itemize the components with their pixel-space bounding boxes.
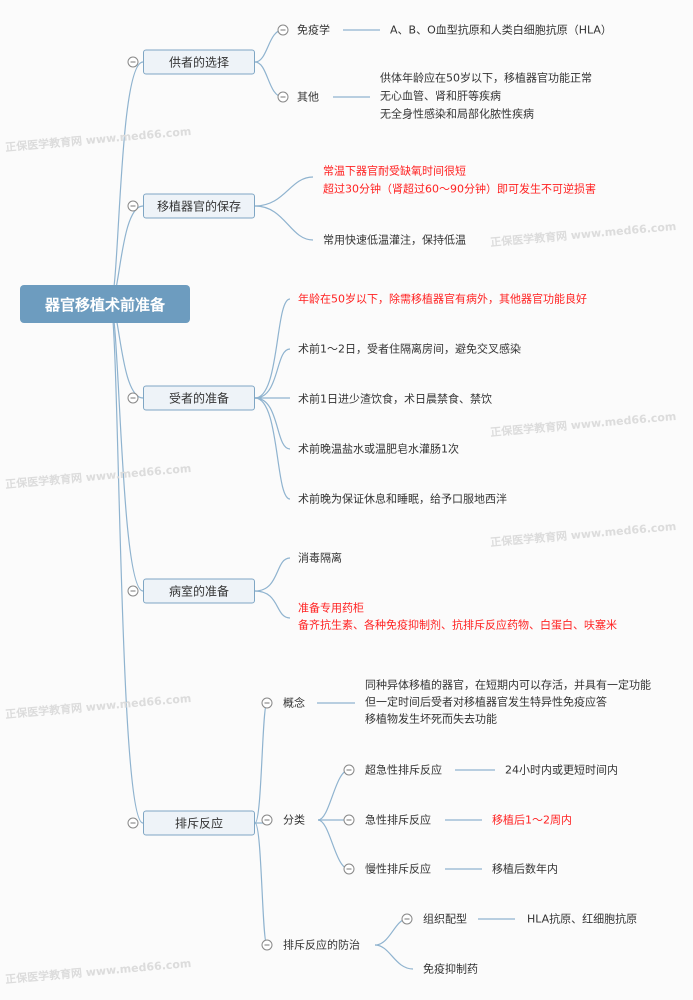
collapse-icon[interactable] xyxy=(261,939,273,951)
node-text: 准备专用药柜 xyxy=(298,601,364,615)
node-text: 移植物发生坏死而失去功能 xyxy=(365,712,497,726)
collapse-icon[interactable] xyxy=(127,585,139,597)
node-tissue-match[interactable]: 组织配型 xyxy=(423,912,467,926)
node-text: 供体年龄应在50岁以下，移植器官功能正常 xyxy=(380,71,592,85)
node-text: 术前晚为保证休息和睡眠，给予口服地西泮 xyxy=(298,492,507,506)
node-text: 但一定时间后受者对移植器官发生特异性免疫应答 xyxy=(365,695,607,709)
node-text: 无心血管、肾和肝等疾病 xyxy=(380,89,501,103)
collapse-icon[interactable] xyxy=(277,91,289,103)
node-text: HLA抗原、红细胞抗原 xyxy=(527,912,638,926)
node-immunology[interactable]: 免疫学 xyxy=(297,23,330,37)
collapse-icon[interactable] xyxy=(277,24,289,36)
node-acute[interactable]: 急性排斥反应 xyxy=(365,813,431,827)
node-recipient[interactable]: 受者的准备 xyxy=(143,385,255,411)
collapse-icon[interactable] xyxy=(127,392,139,404)
node-text: 免疫抑制药 xyxy=(423,962,478,976)
node-text: 超过30分钟（肾超过60～90分钟）即可发生不可逆损害 xyxy=(323,182,596,196)
collapse-icon[interactable] xyxy=(343,814,355,826)
node-text: 术前晚温盐水或温肥皂水灌肠1次 xyxy=(298,442,459,456)
collapse-icon[interactable] xyxy=(261,814,273,826)
node-text: 常用快速低温灌注，保持低温 xyxy=(323,233,466,247)
node-chronic[interactable]: 慢性排斥反应 xyxy=(365,862,431,876)
node-text: 术前1～2日，受者住隔离房间，避免交叉感染 xyxy=(298,342,521,356)
node-donor[interactable]: 供者的选择 xyxy=(143,49,255,75)
collapse-icon[interactable] xyxy=(127,817,139,829)
collapse-icon[interactable] xyxy=(343,863,355,875)
node-ward[interactable]: 病室的准备 xyxy=(143,578,255,604)
node-text: 术前1日进少渣饮食，术日晨禁食、禁饮 xyxy=(298,392,492,406)
collapse-icon[interactable] xyxy=(127,200,139,212)
node-text: 无全身性感染和局部化脓性疾病 xyxy=(380,107,534,121)
node-concept[interactable]: 概念 xyxy=(283,696,305,710)
node-prevent[interactable]: 排斥反应的防治 xyxy=(283,938,360,952)
node-text: 移植后数年内 xyxy=(492,862,558,876)
collapse-icon[interactable] xyxy=(127,56,139,68)
node-text: 年龄在50岁以下，除需移植器官有病外，其他器官功能良好 xyxy=(298,292,587,306)
root-node[interactable]: 器官移植术前准备 xyxy=(20,285,190,323)
node-text: 消毒隔离 xyxy=(298,551,342,565)
node-text: A、B、O血型抗原和人类白细胞抗原（HLA） xyxy=(390,23,612,37)
node-preserve[interactable]: 移植器官的保存 xyxy=(143,193,255,219)
node-rejection[interactable]: 排斥反应 xyxy=(143,810,255,836)
node-other[interactable]: 其他 xyxy=(297,90,319,104)
node-text: 移植后1～2周内 xyxy=(492,813,572,827)
node-hyperacute[interactable]: 超急性排斥反应 xyxy=(365,763,442,777)
collapse-icon[interactable] xyxy=(401,913,413,925)
node-text: 同种异体移植的器官，在短期内可以存活，并具有一定功能 xyxy=(365,678,651,692)
collapse-icon[interactable] xyxy=(261,697,273,709)
node-text: 备齐抗生素、各种免疫抑制剂、抗排斥反应药物、白蛋白、呋塞米 xyxy=(298,618,617,632)
node-text: 常温下器官耐受缺氧时间很短 xyxy=(323,164,466,178)
node-classify[interactable]: 分类 xyxy=(283,813,305,827)
collapse-icon[interactable] xyxy=(343,764,355,776)
node-text: 24小时内或更短时间内 xyxy=(505,763,618,777)
